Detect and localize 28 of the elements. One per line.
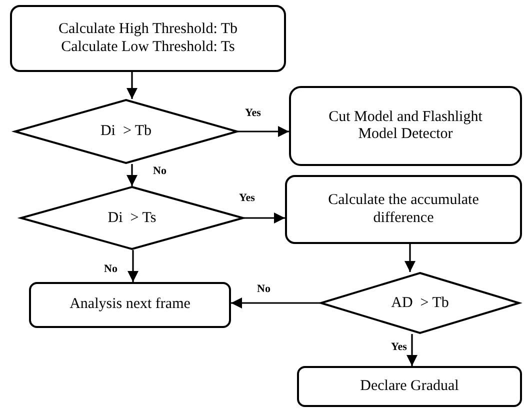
- edge-label: Yes: [244, 108, 262, 119]
- arrow: [406, 334, 418, 366]
- node-text: Declare Gradual: [360, 378, 459, 396]
- node-text: Calculate the accumulate difference: [327, 192, 480, 227]
- process-box: [297, 366, 522, 407]
- arrow: [126, 72, 138, 99]
- node-text: Cut Model and Flashlight Model Detector: [328, 108, 484, 144]
- node-text: Calculate High Threshold: Tb: [58, 21, 238, 38]
- arrow: [404, 244, 416, 272]
- process-box: [29, 282, 231, 328]
- process-box: [289, 86, 522, 166]
- arrow: [128, 250, 138, 282]
- node-text: Analysis next frame: [70, 296, 190, 314]
- node-text: Di > Ts: [108, 210, 156, 226]
- node-text: Calculate Low Threshold: Ts: [61, 38, 235, 56]
- process-box: [285, 175, 522, 244]
- arrow: [244, 212, 285, 224]
- process-box: [10, 5, 286, 72]
- node-text: AD > Tb: [391, 294, 449, 312]
- edge-label: No: [152, 166, 168, 177]
- edge-label: No: [256, 284, 272, 295]
- arrow: [231, 298, 320, 308]
- edge-label: Yes: [238, 193, 256, 204]
- arrow: [238, 126, 289, 137]
- arrow: [126, 164, 138, 186]
- edge-label: No: [103, 264, 118, 275]
- edge-label: Yes: [390, 342, 408, 353]
- node-text: Di > Tb: [100, 123, 152, 140]
